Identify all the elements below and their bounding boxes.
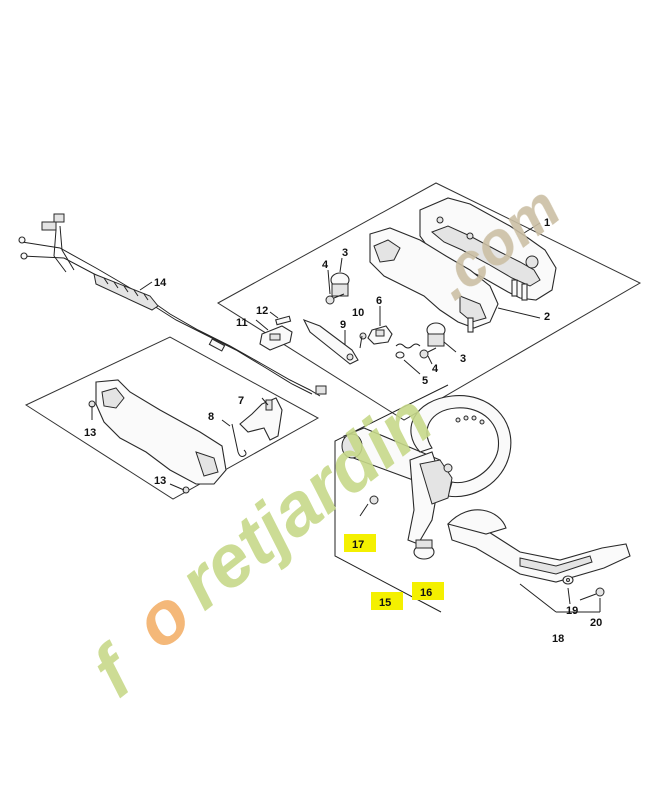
screw-17 bbox=[359, 495, 379, 517]
label-3-upper: 3 bbox=[342, 247, 348, 259]
highlight-15 bbox=[371, 592, 403, 610]
label-8: 8 bbox=[208, 411, 214, 423]
label-6: 6 bbox=[376, 295, 382, 307]
pin-12 bbox=[275, 315, 292, 326]
barrier-bar-18 bbox=[446, 509, 631, 583]
loop-handle-15 bbox=[341, 395, 512, 545]
handle-shell-left bbox=[95, 379, 227, 485]
clamp-3-upper bbox=[330, 272, 350, 297]
panel-lower-bracket bbox=[334, 384, 449, 613]
label-14: 14 bbox=[154, 277, 167, 289]
spring-8 bbox=[231, 423, 247, 457]
label-18: 18 bbox=[552, 633, 564, 645]
label-5: 5 bbox=[422, 375, 428, 387]
label-13-lower: 13 bbox=[154, 475, 166, 487]
spring-5 bbox=[395, 343, 421, 359]
label-7: 7 bbox=[238, 395, 244, 407]
screw-4-upper bbox=[325, 293, 345, 305]
highlight-17 bbox=[344, 534, 376, 552]
washer-19 bbox=[562, 575, 574, 585]
screw-20 bbox=[579, 587, 605, 601]
clamp-16 bbox=[413, 539, 435, 560]
label-4-upper: 4 bbox=[322, 259, 329, 271]
handle-housing-shell-1 bbox=[419, 197, 557, 301]
label-17: 17 bbox=[352, 539, 364, 551]
label-19: 19 bbox=[566, 605, 578, 617]
label-4-lower: 4 bbox=[432, 363, 439, 375]
label-2: 2 bbox=[544, 311, 550, 323]
label-10: 10 bbox=[352, 307, 364, 319]
label-12: 12 bbox=[256, 305, 268, 317]
cable-harness-14 bbox=[18, 213, 327, 397]
label-16: 16 bbox=[420, 587, 432, 599]
label-3-lower: 3 bbox=[460, 353, 466, 365]
screw-4-lower bbox=[419, 347, 437, 359]
highlight-16 bbox=[412, 582, 444, 600]
label-13-upper: 13 bbox=[84, 427, 96, 439]
label-9: 9 bbox=[340, 319, 346, 331]
trigger-7 bbox=[239, 397, 283, 441]
label-11: 11 bbox=[236, 317, 248, 329]
connector-11 bbox=[259, 325, 293, 351]
label-20: 20 bbox=[590, 617, 602, 629]
handle-housing-shell-2 bbox=[369, 227, 499, 333]
lever-9 bbox=[302, 318, 359, 365]
label-1: 1 bbox=[544, 217, 550, 229]
switch-6 bbox=[367, 325, 393, 345]
svg-text:f: f bbox=[77, 628, 153, 712]
screw-13-upper bbox=[88, 400, 96, 420]
screw-10 bbox=[359, 332, 367, 349]
screw-13-lower bbox=[169, 483, 190, 494]
label-15: 15 bbox=[379, 597, 391, 609]
clamp-3-lower bbox=[426, 322, 446, 347]
